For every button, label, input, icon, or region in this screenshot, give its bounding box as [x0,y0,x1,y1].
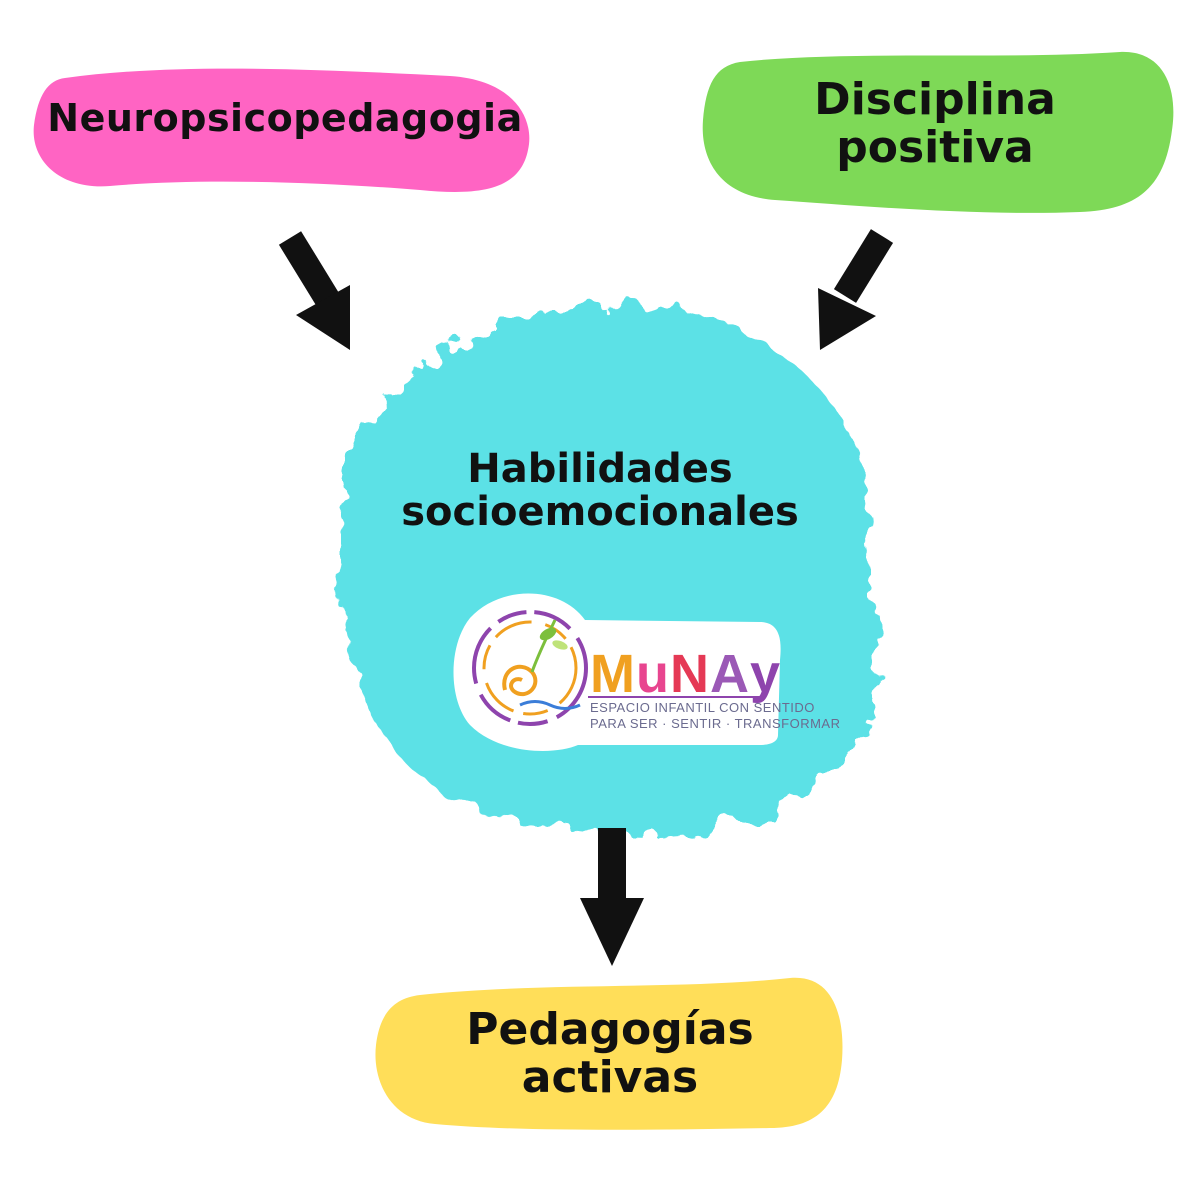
wave-icon [519,700,581,710]
pedagogias-activas-node [375,977,843,1130]
pedagogias-line-2: activas [521,1051,699,1103]
disciplina-positiva-node [702,51,1174,213]
neuropsicopedagogia-node [33,68,530,192]
pedagogias-activas-label: Pedagogías activas [380,1006,840,1101]
arrow-neuro-to-habilidades [278,231,350,350]
logo-ring-icon [472,610,588,726]
logo-letter: N [669,644,710,704]
neuropsicopedagogia-label: Neuropsicopedagogia [40,96,530,140]
disciplina-positiva-label: Disciplina positiva [700,76,1170,171]
logo-tagline-1: ESPACIO INFANTIL CON SENTIDO [590,700,815,715]
sprout-icon [530,619,557,673]
habilidades-blob [338,304,882,836]
logo-letter: u [635,644,670,704]
habilidades-line-1: Habilidades [467,446,733,492]
logo-letter: M [590,644,636,704]
disciplina-line-1: Disciplina [814,74,1056,125]
habilidades-line-2: socioemocionales [401,489,799,536]
munay-logo [453,593,781,751]
pedagogias-line-1: Pedagogías [466,1004,754,1055]
logo-tagline-2: PARA SER · SENTIR · TRANSFORMAR [590,716,841,731]
spiral-icon [502,664,538,696]
habilidades-label: Habilidades socioemocionales [330,446,870,536]
logo-letter: A [709,644,750,704]
arrow-habilidades-to-pedagogias [580,828,644,966]
neuropsicopedagogia-text: Neuropsicopedagogia [47,96,523,140]
logo-letter: y [749,644,782,704]
arrow-disciplina-to-habilidades [818,229,894,350]
munay-wordmark: MuNAy [590,643,781,705]
disciplina-line-2: positiva [836,121,1034,173]
